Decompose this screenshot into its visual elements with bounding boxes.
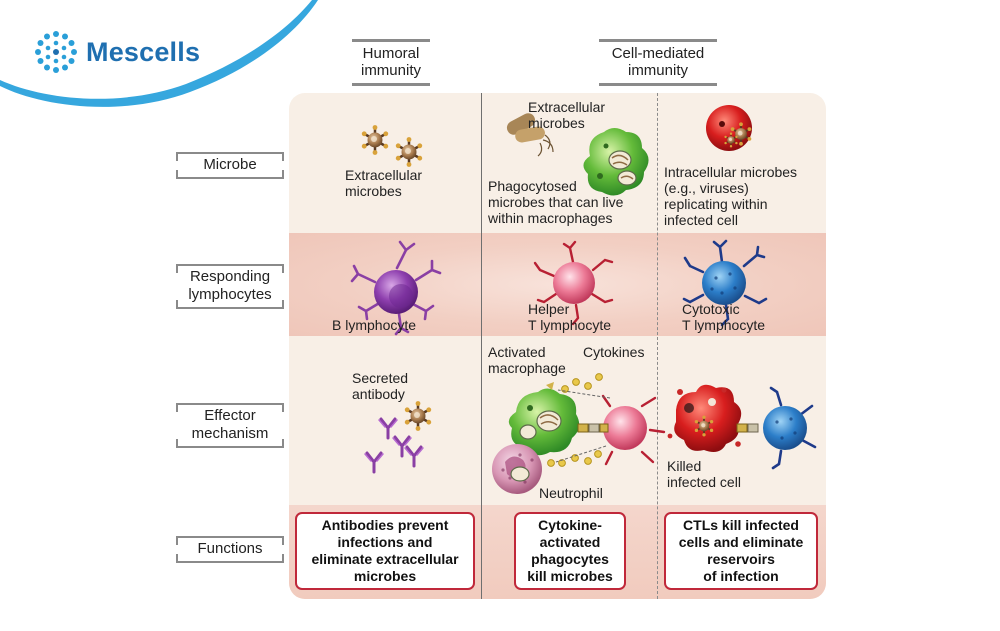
- macrophage-icon: [583, 128, 649, 196]
- label-line: Cytotoxic: [682, 301, 740, 317]
- function-box-ctl: CTLs kill infected cells and eliminate r…: [664, 512, 818, 590]
- label-cytokines: Cytokines: [583, 344, 644, 360]
- label-line: infected cell: [664, 212, 738, 228]
- label-line: Cytokines: [583, 344, 645, 360]
- label-line: within macrophages: [488, 210, 613, 226]
- activated-macrophage-icon: [508, 388, 600, 456]
- function-line: CTLs kill infected: [683, 517, 799, 533]
- brand-name: Mescells: [86, 36, 201, 67]
- rod-bacteria-icon: [506, 113, 554, 157]
- column-header-line: immunity: [360, 62, 421, 79]
- dotted-ring-logo-icon: [35, 31, 77, 73]
- antibody-icon: [363, 451, 385, 474]
- column-header-cell-mediated: Cell-mediated immunity: [599, 39, 717, 86]
- label-line: Phagocytosed: [488, 178, 577, 194]
- label-line: Activated: [488, 344, 546, 360]
- row-label-microbe: Microbe: [176, 152, 284, 179]
- label-helper-t-lymphocyte: Helper T lymphocyte: [528, 301, 611, 333]
- cytotoxic-t-lymphocyte-icon: [682, 239, 768, 327]
- row-label-responding: Responding lymphocytes: [176, 264, 284, 309]
- label-line: microbes that can live: [488, 194, 624, 210]
- label-line: T lymphocyte: [682, 317, 765, 333]
- column-header-line: Cell-mediated: [611, 45, 705, 62]
- function-line: cells and eliminate: [678, 534, 804, 550]
- column-header-humoral: Humoral immunity: [352, 39, 430, 86]
- function-box-phagocyte: Cytokine- activated phagocytes kill micr…: [514, 512, 626, 590]
- label-line: microbes: [345, 183, 402, 199]
- antibody-icon: [403, 445, 425, 468]
- function-line: reservoirs: [707, 551, 775, 567]
- label-phagocytosed-microbes: Phagocytosed microbes that can live with…: [488, 178, 623, 226]
- label-cytotoxic-t-lymphocyte: Cytotoxic T lymphocyte: [682, 301, 765, 333]
- label-line: T lymphocyte: [528, 317, 611, 333]
- label-line: macrophage: [488, 360, 566, 376]
- b-lymphocyte-icon: [350, 240, 442, 336]
- label-secreted-antibody: Secreted antibody: [352, 370, 408, 402]
- brand-logo[interactable]: Mescells: [34, 30, 200, 74]
- row-label-line: mechanism: [191, 425, 269, 442]
- function-line: Cytokine-: [538, 517, 602, 533]
- label-line: Extracellular: [345, 167, 423, 183]
- label-extracellular-microbes-middle: Extracellular microbes: [528, 99, 605, 131]
- killed-infected-cell-icon: [667, 384, 759, 452]
- function-line: phagocytes: [531, 551, 609, 567]
- label-activated-macrophage: Activated macrophage: [488, 344, 566, 376]
- neutrophil-icon: [492, 444, 542, 494]
- label-line: infected cell: [667, 474, 741, 490]
- label-line: Extracellular: [528, 99, 606, 115]
- label-line: microbes: [528, 115, 585, 131]
- extracellular-microbe-icon: [360, 123, 390, 157]
- column-divider-solid: [481, 93, 482, 599]
- label-line: replicating within: [664, 196, 768, 212]
- label-line: antibody: [352, 386, 405, 402]
- row-label-effector: Effector mechanism: [176, 403, 284, 448]
- label-line: Secreted: [352, 370, 409, 386]
- function-line: microbes: [353, 568, 417, 584]
- label-line: B lymphocyte: [332, 317, 417, 333]
- function-line: kill microbes: [527, 568, 613, 584]
- row-label-line: lymphocytes: [188, 286, 272, 303]
- extracellular-microbe-icon: [403, 399, 433, 433]
- function-line: eliminate extracellular: [311, 551, 459, 567]
- label-line: Intracellular microbes: [664, 164, 798, 180]
- function-line: Antibodies prevent: [321, 517, 449, 533]
- helper-t-effector-icon: [599, 394, 666, 466]
- cytokine-icon: [546, 373, 611, 467]
- label-intracellular-microbes: Intracellular microbes (e.g., viruses) r…: [664, 164, 797, 228]
- infected-cell-icon: [706, 105, 753, 151]
- extracellular-microbe-icon: [394, 135, 424, 169]
- antibody-icon: [377, 417, 399, 440]
- label-humoral-microbes: Extracellular microbes: [345, 167, 422, 199]
- column-header-line: immunity: [627, 62, 688, 79]
- cytotoxic-t-effector-icon: [763, 386, 817, 470]
- label-b-lymphocyte: B lymphocyte: [332, 317, 416, 333]
- label-line: (e.g., viruses): [664, 180, 749, 196]
- label-line: Neutrophil: [539, 485, 603, 501]
- function-line: infections and: [337, 534, 433, 550]
- helper-t-lymphocyte-icon: [533, 240, 614, 326]
- function-box-humoral: Antibodies prevent infections and elimin…: [295, 512, 475, 590]
- column-header-line: Humoral: [362, 45, 420, 62]
- label-killed-infected-cell: Killed infected cell: [667, 458, 741, 490]
- label-neutrophil: Neutrophil: [539, 485, 603, 501]
- function-line: of infection: [703, 568, 779, 584]
- label-line: Killed: [667, 458, 702, 474]
- function-line: activated: [539, 534, 601, 550]
- label-line: Helper: [528, 301, 570, 317]
- brand-swoosh-decoration: [0, 0, 318, 107]
- row-label-functions: Functions: [176, 536, 284, 563]
- column-divider-dashed: [657, 93, 658, 599]
